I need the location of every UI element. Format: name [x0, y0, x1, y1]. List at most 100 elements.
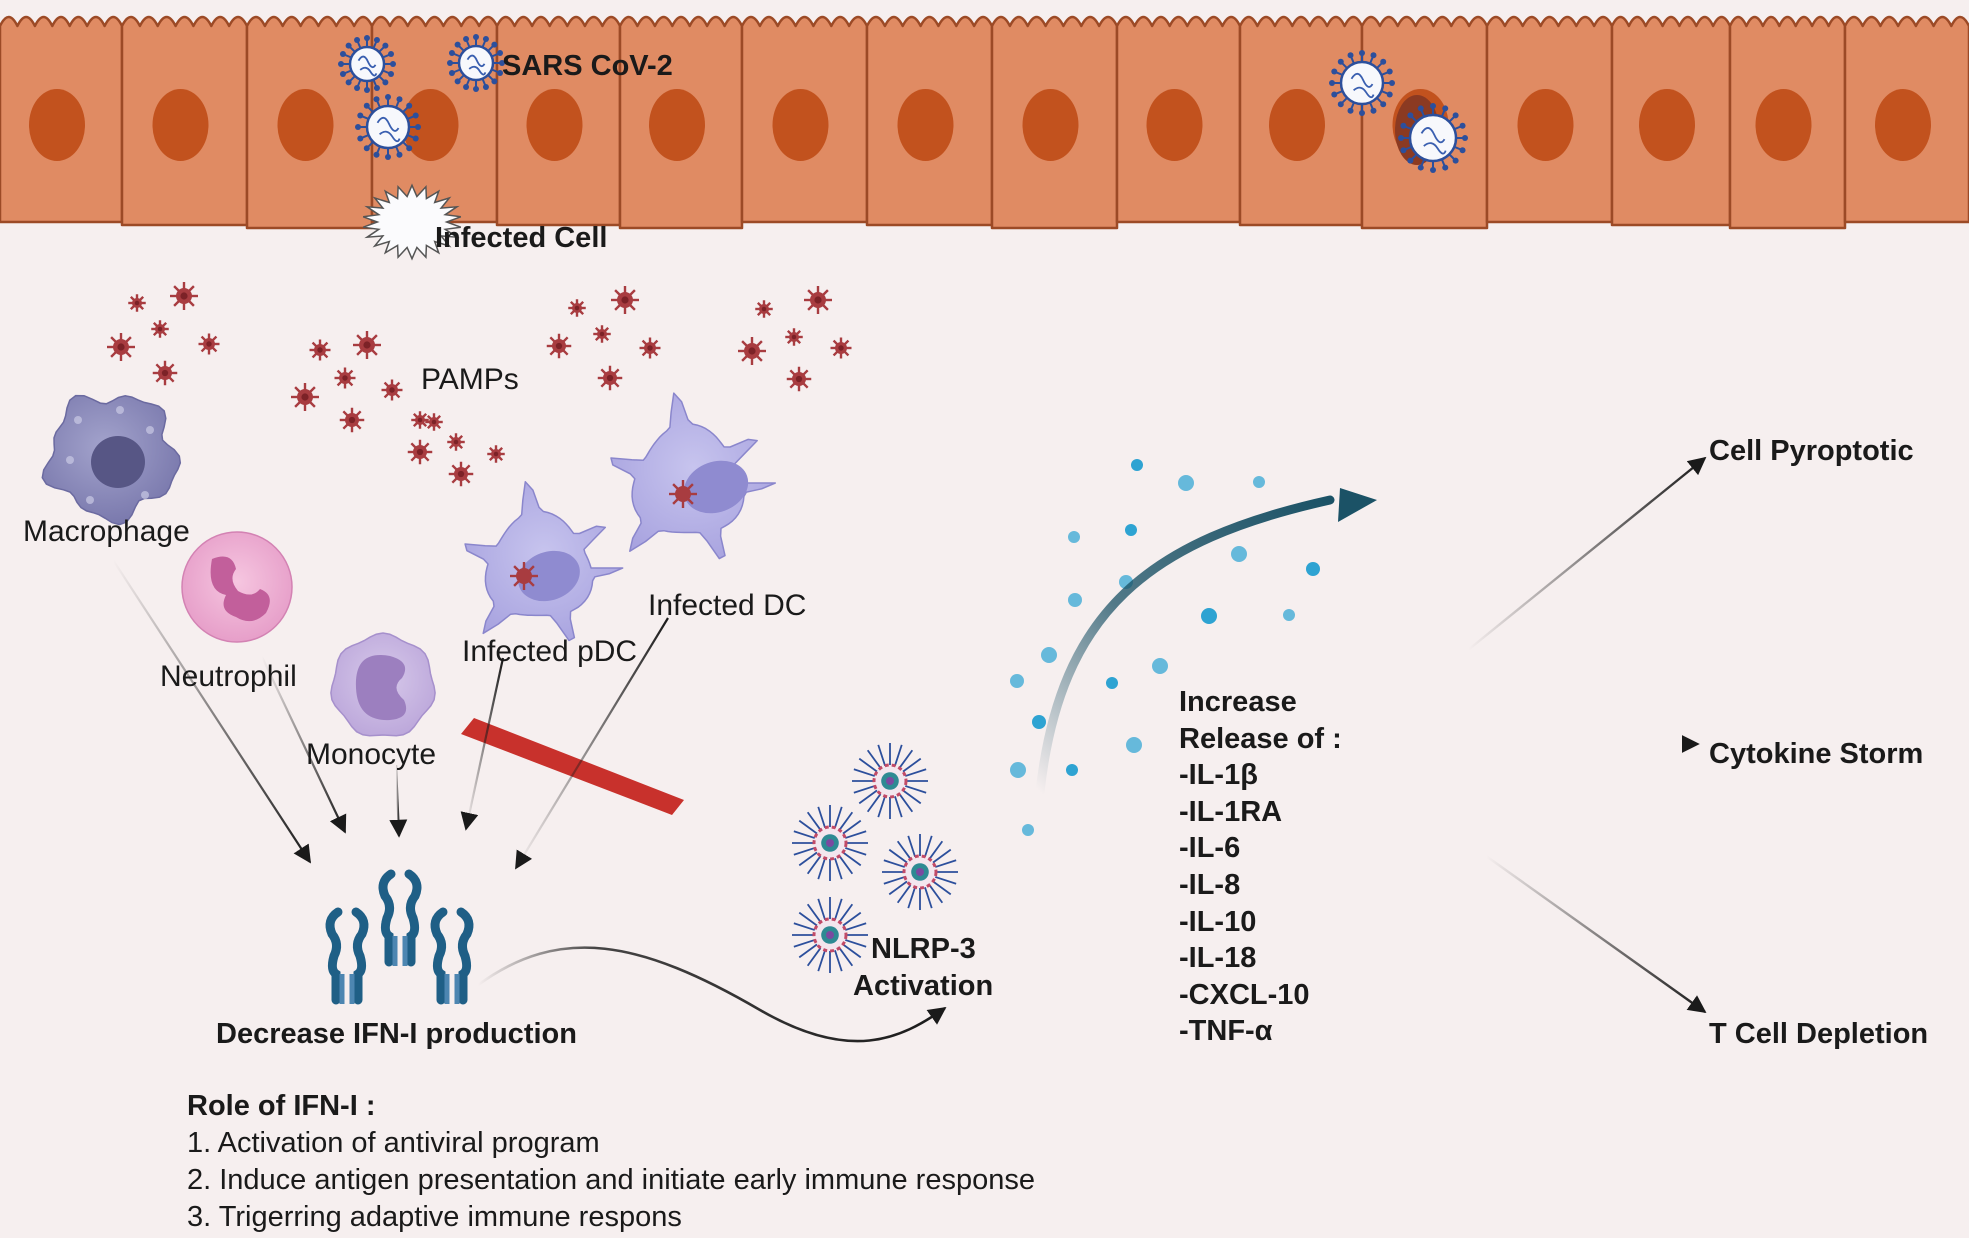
- pamp-particle-icon: [597, 365, 623, 391]
- signal-arrow: [515, 617, 669, 870]
- cell-nucleus: [277, 89, 334, 161]
- cytokine-item: -IL-18: [1179, 942, 1257, 975]
- inflammasome-ray: [793, 830, 816, 839]
- rna: [1350, 72, 1375, 99]
- inflammasome-ray: [817, 949, 826, 972]
- spike-tip: [354, 85, 361, 92]
- cytokine-item: -IL-10: [1179, 905, 1257, 938]
- spike-tip: [1347, 52, 1354, 59]
- spike-tip: [1459, 147, 1466, 154]
- spike-tip: [363, 145, 370, 152]
- pamp-particle-icon: [152, 360, 178, 386]
- spike-tip: [385, 154, 391, 160]
- sars-cov-2-virion-icon: [338, 35, 396, 93]
- cytokine-dot: [1231, 546, 1247, 562]
- granule: [116, 406, 124, 414]
- spike-tip: [1462, 135, 1468, 141]
- cytokine-dot: [1306, 562, 1320, 576]
- spike-tip: [1452, 112, 1459, 119]
- pamp-particle-icon: [291, 383, 319, 411]
- inflammasome-ray: [934, 859, 957, 868]
- spike-tip: [497, 50, 504, 57]
- nlrp3-inflammasome-icon: [792, 897, 868, 973]
- inflammasome-ray: [798, 911, 818, 927]
- spike-tip: [1359, 50, 1365, 56]
- spike-tip: [1380, 101, 1387, 108]
- inflammasome-ray: [817, 898, 826, 921]
- receptor-chain: [378, 869, 396, 967]
- inflammasome-ray: [817, 857, 826, 880]
- spike-tip: [482, 84, 489, 91]
- sars-cov-2-virion-icon: [1398, 103, 1468, 173]
- spike-tip: [448, 69, 455, 76]
- inflammasome-ray: [932, 848, 952, 864]
- spike-tip: [396, 151, 403, 158]
- pamp-center: [161, 369, 169, 377]
- spike-tip: [390, 61, 396, 67]
- receptor-chain: [325, 907, 343, 1005]
- ifn-receptor-icon: [325, 907, 369, 1005]
- pamp-center: [117, 343, 125, 351]
- inflammasome-ray: [898, 749, 914, 769]
- inflammasome-ray: [844, 939, 867, 948]
- spike-tip: [1400, 147, 1407, 154]
- spike-tip: [447, 60, 453, 66]
- pamp-particle-icon: [830, 337, 852, 359]
- spike-tip: [345, 79, 352, 86]
- pamp-particle-icon: [151, 320, 169, 338]
- granule: [74, 416, 82, 424]
- inflammasome-ray: [798, 819, 818, 835]
- pamp-particle-icon: [786, 366, 812, 392]
- inflammasome-ray: [902, 789, 922, 805]
- spike-tip: [454, 78, 461, 85]
- epithelial-layer: [0, 15, 1969, 230]
- cytokine-dot: [1125, 524, 1137, 536]
- cell-nucleus: [1517, 89, 1574, 161]
- inflammasome-ray: [793, 847, 816, 856]
- spike-tip: [1370, 107, 1377, 114]
- envelope: [1339, 60, 1385, 106]
- spike-tip: [1398, 135, 1404, 141]
- cytokine-item: -IL-1RA: [1179, 795, 1283, 828]
- envelope: [365, 104, 411, 150]
- pamp-particle-icon: [448, 461, 474, 487]
- receptor-chain: [404, 869, 422, 967]
- spike-tip: [1331, 68, 1338, 75]
- spike-tip: [357, 112, 364, 119]
- inflammasome-ray: [934, 876, 957, 885]
- inflammasome-center: [826, 931, 834, 939]
- pamp-center: [457, 470, 465, 478]
- spike-tip: [1337, 58, 1344, 65]
- spike-tip: [448, 50, 455, 57]
- inflammasome-ray: [838, 903, 854, 923]
- spike-tip: [1430, 103, 1436, 109]
- pamp-center: [453, 439, 459, 445]
- infected-dc-label: Infected DC: [648, 589, 807, 622]
- virus-core: [675, 486, 691, 502]
- pamp-center: [621, 296, 629, 304]
- spike-tip: [1359, 110, 1365, 116]
- cell-nucleus: [1022, 89, 1079, 161]
- pamp-center: [555, 342, 563, 350]
- cytokine-dot: [1126, 737, 1142, 753]
- pamp-center: [431, 419, 437, 425]
- cytokine-dot: [1152, 658, 1168, 674]
- pamp-particle-icon: [411, 411, 429, 429]
- inflammasome-ray: [838, 947, 854, 967]
- pamp-center: [791, 334, 797, 340]
- spike-tip: [491, 78, 498, 85]
- pamp-center: [134, 300, 140, 306]
- intracellular-virus-icon: [510, 562, 538, 590]
- spike-tip: [396, 96, 403, 103]
- sars-cov-2-label: SARS CoV-2: [502, 50, 673, 82]
- spike-tip: [355, 124, 361, 130]
- inflammasome-ray: [853, 768, 876, 777]
- nlrp3-curved-arrow: [477, 946, 947, 1043]
- pamp-center: [317, 347, 323, 353]
- inflammasome-ray: [932, 880, 952, 896]
- inflammasome-ray: [842, 911, 862, 927]
- pamp-particle-icon: [425, 413, 443, 431]
- granule: [146, 426, 154, 434]
- granule: [86, 496, 94, 504]
- spike-tip: [412, 112, 419, 119]
